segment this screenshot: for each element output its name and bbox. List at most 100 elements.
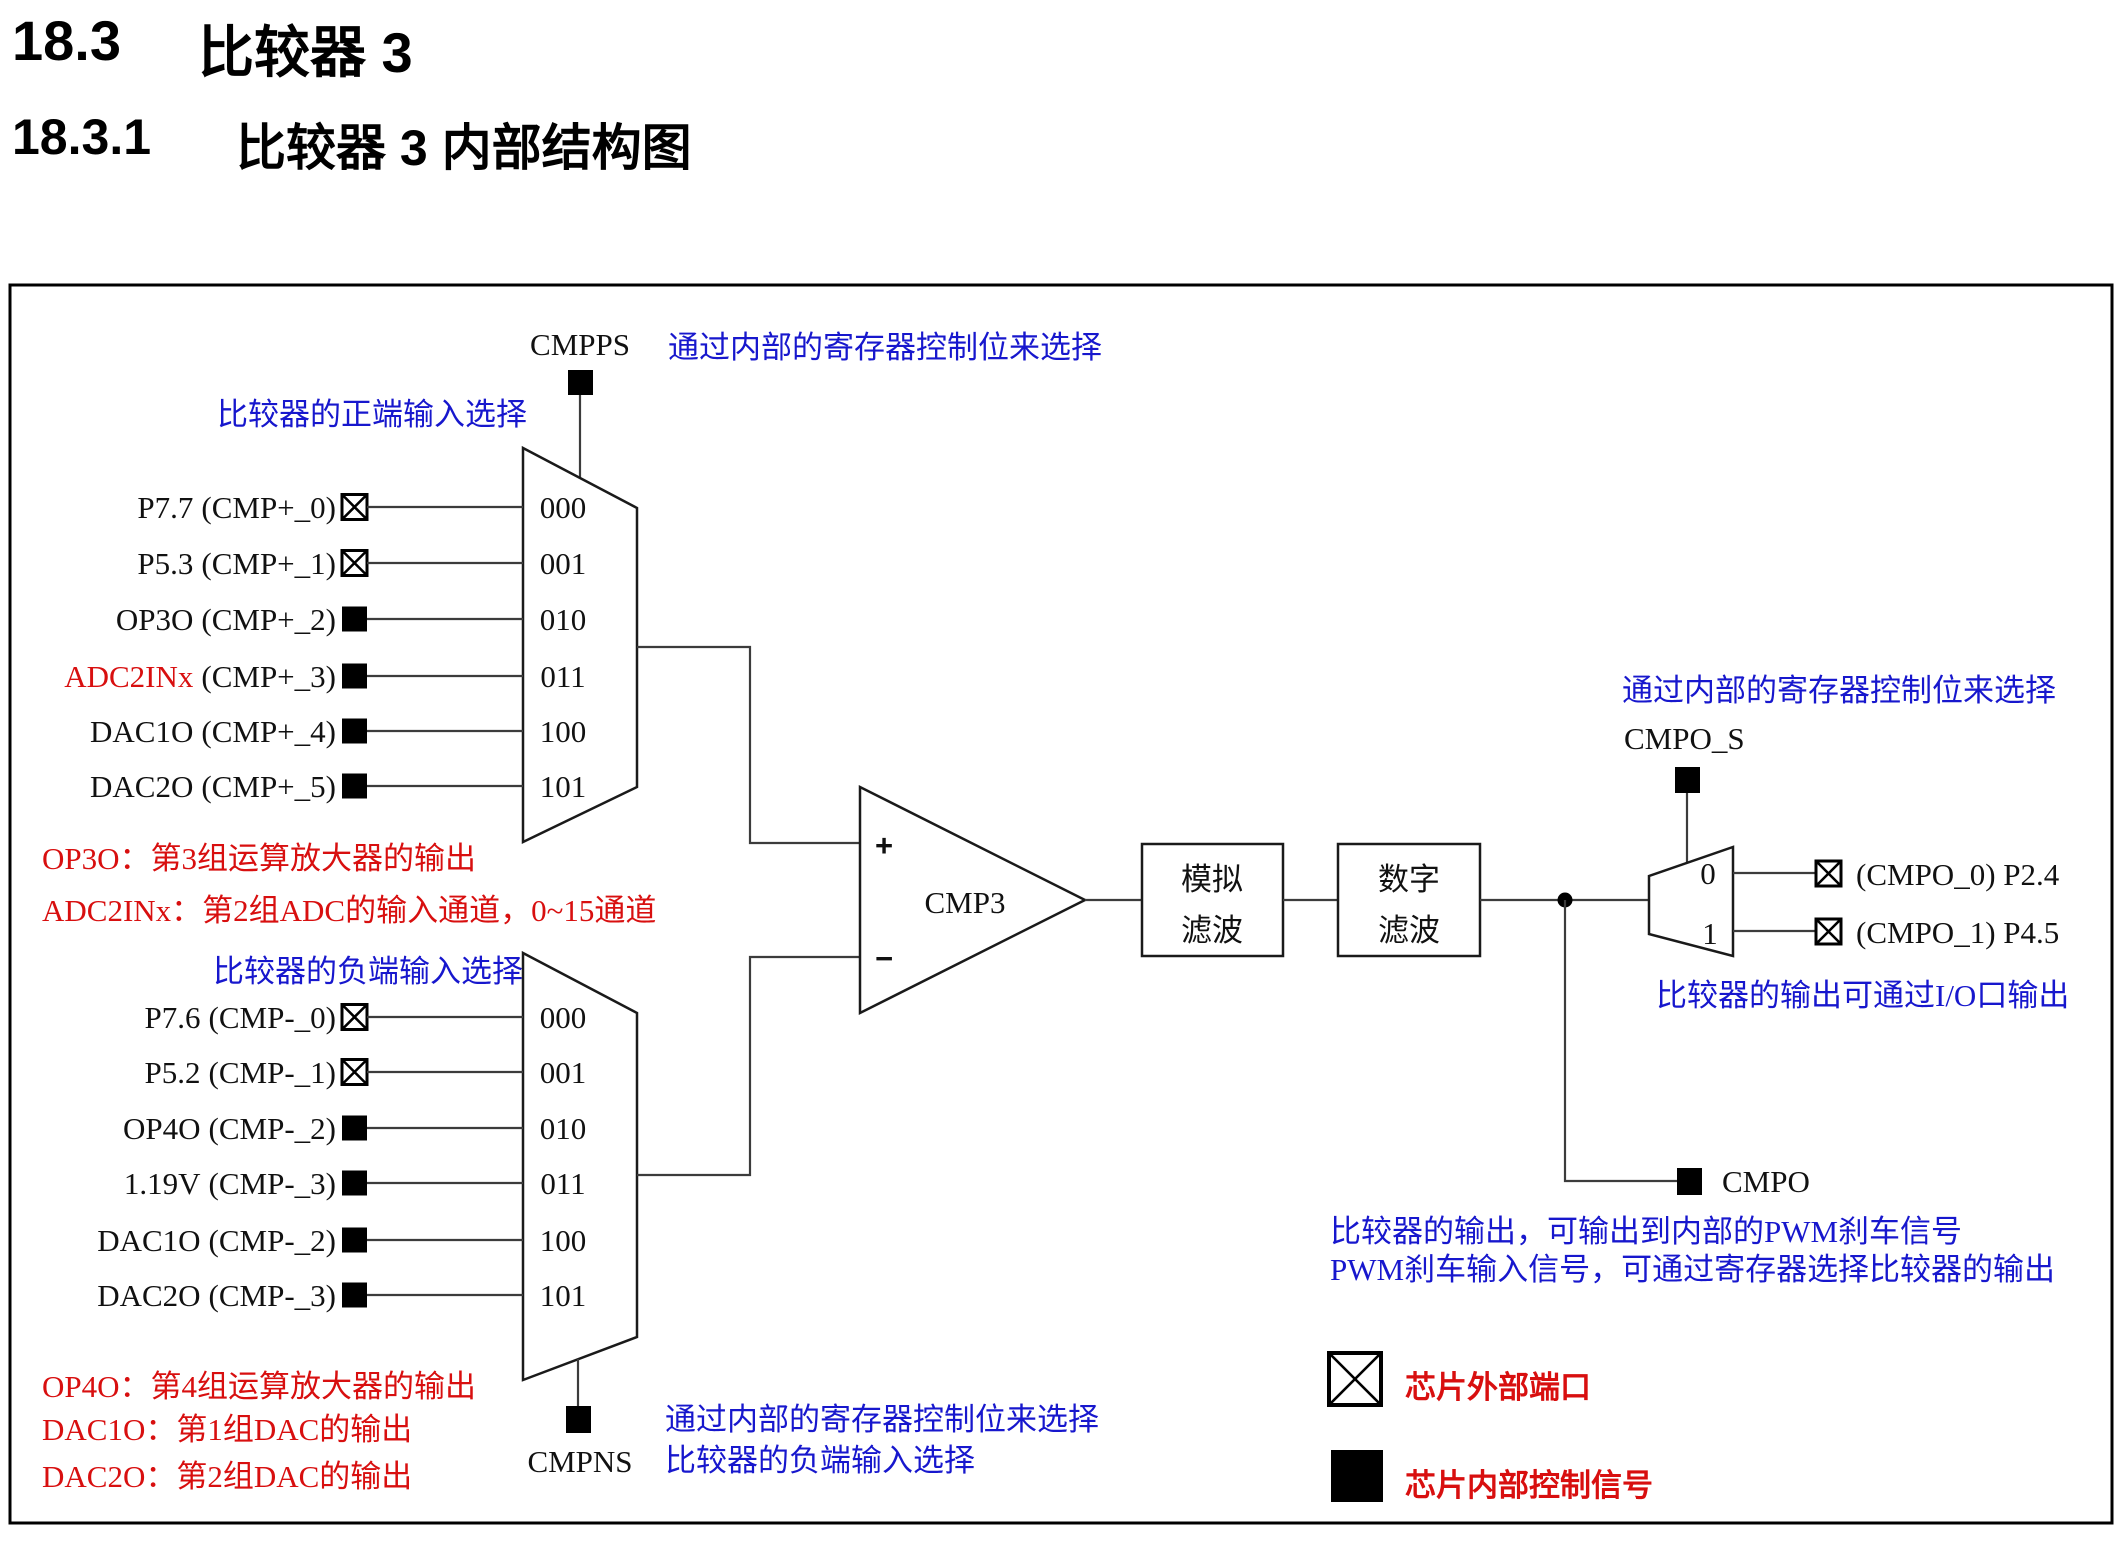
analog-filter-box [1140,842,1285,958]
legend-item-internal: 芯片内部控制信号 [1331,1450,1653,1503]
pos-note: OP3O：第3组运算放大器的输出 [42,841,476,876]
pos-mux-output-wire [637,645,860,845]
svg-text:DAC1O(CMP-_2): DAC1O(CMP-_2) [97,1223,336,1258]
internal-signal-icon [1677,1168,1702,1195]
comparator-label: CMP3 [925,885,1006,920]
neg-input-row: 1.19V(CMP-_3) [124,1166,523,1201]
mux-code: 011 [540,659,585,694]
pos-input-row: DAC1O(CMP+_4) [90,714,523,749]
svg-text:OP4O(CMP-_2): OP4O(CMP-_2) [123,1111,336,1146]
pos-note: ADC2INx：第2组ADC的输入通道，0~15通道 [42,893,656,928]
digital-filter-line1: 数字 [1378,862,1440,897]
mux-code: 001 [540,1055,587,1090]
mux-code: 100 [540,714,587,749]
internal-signal-icon [342,1227,367,1253]
cmpo-branch-wire [1563,900,1677,1183]
plus-terminal: + [875,828,893,863]
internal-signal-icon [1331,1450,1383,1502]
pos-input-row: ADC2INx(CMP+_3) [64,659,523,694]
svg-text:P5.2(CMP-_1): P5.2(CMP-_1) [145,1055,336,1090]
internal-signal-icon [342,1170,367,1196]
svg-text:1.19V(CMP-_3): 1.19V(CMP-_3) [124,1166,336,1201]
internal-signal-icon [342,663,367,689]
neg-input-row: OP4O(CMP-_2) [123,1111,523,1146]
internal-signal-icon [342,718,367,744]
mux-code: 101 [540,1278,587,1313]
section-title: 比较器 3 [198,21,413,84]
neg-input-mux [521,950,639,1382]
external-port-icon [340,1003,369,1031]
internal-signal-icon [568,370,593,395]
digital-filter-box [1336,842,1482,958]
svg-text:OP3O(CMP+_2): OP3O(CMP+_2) [116,602,336,637]
output-demux [1647,845,1735,958]
mux-code: 010 [540,1111,587,1146]
output-label: (CMPO_0) P2.4 [1856,857,2060,892]
subsection-number: 18.3.1 [12,109,152,165]
section-heading: 18.3 比较器 3 [12,8,413,89]
io-note: 比较器的输出可通过I/O口输出 [1656,978,2069,1013]
demux-code: 0 [1700,856,1716,891]
svg-text:DAC2O(CMP+_5): DAC2O(CMP+_5) [90,769,336,804]
external-port-icon [1327,1351,1383,1407]
mux-code: 000 [540,490,587,525]
cmpps-note: 通过内部的寄存器控制位来选择 [668,330,1102,365]
internal-signal-icon [342,1115,367,1141]
cmpns-label: CMPNS [527,1444,632,1479]
svg-text:DAC1O(CMP+_4): DAC1O(CMP+_4) [90,714,336,749]
minus-terminal: − [875,941,893,976]
internal-signal-icon [1675,767,1700,793]
legend-label: 芯片内部控制信号 [1405,1468,1653,1503]
legend-label: 芯片外部端口 [1405,1370,1591,1405]
subsection-title: 比较器 3 内部结构图 [236,120,692,176]
mux-code: 010 [540,602,587,637]
pos-select-note: 比较器的正端输入选择 [217,397,527,432]
internal-signal-icon [342,1282,367,1308]
neg-mux-output-wire [637,955,860,1177]
legend-item-external: 芯片外部端口 [1327,1351,1591,1407]
cmpo-label: CMPO [1722,1164,1810,1199]
svg-text:P7.7(CMP+_0): P7.7(CMP+_0) [137,490,336,525]
output-row: (CMPO_0) P2.4 [1733,857,2060,892]
cmpns-note-line2: 比较器的负端输入选择 [665,1443,975,1478]
external-port-icon [1814,917,1843,946]
external-port-icon [340,493,369,521]
pos-input-row: P5.3(CMP+_1) [137,546,523,581]
mux-code: 011 [540,1166,585,1201]
svg-text:P7.6(CMP-_0): P7.6(CMP-_0) [145,1000,336,1035]
analog-filter-line2: 滤波 [1181,913,1243,948]
svg-text:P5.3(CMP+_1): P5.3(CMP+_1) [137,546,336,581]
mux-code: 100 [540,1223,587,1258]
internal-signal-icon [566,1406,591,1433]
subsection-heading: 18.3.1 比较器 3 内部结构图 [12,108,692,180]
digital-filter-line2: 滤波 [1378,913,1440,948]
neg-input-row: P7.6(CMP-_0) [145,1000,523,1035]
cmpo-note-line1: 比较器的输出，可输出到内部的PWM刹车信号 [1330,1214,1962,1249]
analog-filter-line1: 模拟 [1181,862,1243,897]
diagram-frame [8,283,2114,1525]
comparator-triangle [858,784,1088,1016]
neg-note: DAC1O：第1组DAC的输出 [42,1412,412,1447]
neg-note: DAC2O：第2组DAC的输出 [42,1459,412,1494]
cmpo-s-note: 通过内部的寄存器控制位来选择 [1622,673,2056,708]
neg-input-row: P5.2(CMP-_1) [145,1055,523,1090]
demux-code: 1 [1702,916,1718,951]
svg-text:ADC2INx(CMP+_3): ADC2INx(CMP+_3) [64,659,336,694]
pos-input-row: P7.7(CMP+_0) [137,490,523,525]
neg-select-note: 比较器的负端输入选择 [213,954,523,989]
internal-signal-icon [342,606,367,632]
neg-note: OP4O：第4组运算放大器的输出 [42,1369,476,1404]
mux-code: 101 [540,769,587,804]
external-port-icon [340,549,369,577]
pos-input-row: OP3O(CMP+_2) [116,602,523,637]
cmpps-label: CMPPS [530,327,630,362]
pos-input-row: DAC2O(CMP+_5) [90,769,523,804]
pos-input-mux [521,445,639,844]
cmpo-note-line2: PWM刹车输入信号，可通过寄存器选择比较器的输出 [1330,1252,2055,1287]
cmpo-s-label: CMPO_S [1624,721,1745,756]
svg-text:DAC2O(CMP-_3): DAC2O(CMP-_3) [97,1278,336,1313]
external-port-icon [340,1058,369,1086]
neg-input-row: DAC2O(CMP-_3) [97,1278,523,1313]
mux-code: 000 [540,1000,587,1035]
